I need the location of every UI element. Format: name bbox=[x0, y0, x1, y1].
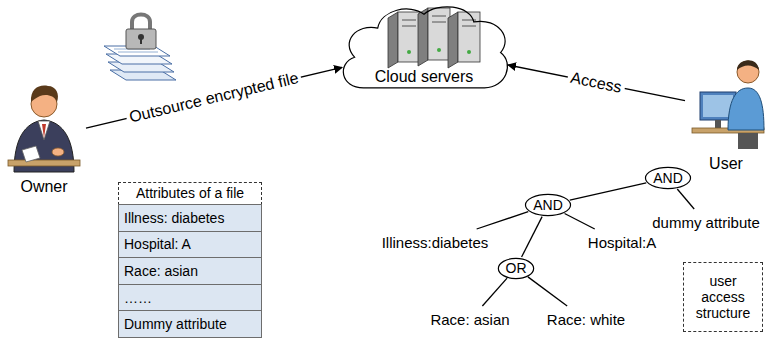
node-label: Cloud servers bbox=[375, 68, 474, 86]
node-label: …… bbox=[119, 284, 261, 311]
node-label: Owner bbox=[20, 178, 67, 196]
node-label: Attributes of a file bbox=[136, 185, 244, 201]
connector bbox=[482, 278, 507, 306]
connector bbox=[570, 183, 646, 200]
node-label: Illness: diabetes bbox=[119, 205, 261, 231]
and-gate: AND bbox=[525, 194, 571, 216]
connector bbox=[677, 189, 694, 209]
connector bbox=[522, 217, 543, 257]
cloud-shape: Cloud servers bbox=[335, 2, 513, 94]
node-label: Race: asian bbox=[430, 311, 509, 328]
and-gate: AND bbox=[645, 167, 691, 189]
leaf-attribute: Illiness:diabetes bbox=[378, 232, 493, 254]
leaf-attribute: Race: white bbox=[543, 309, 630, 331]
node-label: Race: white bbox=[547, 311, 625, 328]
attribute-table: Illness: diabetesHospital: ARace: asian…… bbox=[118, 204, 262, 338]
leaf-attribute: dummy attribute bbox=[648, 212, 764, 234]
or-gate: OR bbox=[498, 258, 534, 279]
connector bbox=[477, 212, 529, 229]
node-label: OR bbox=[506, 260, 527, 276]
connector bbox=[565, 214, 595, 229]
server-icons bbox=[388, 8, 480, 68]
node-label: Illiness:diabetes bbox=[382, 234, 489, 251]
node-label: User bbox=[709, 155, 743, 173]
node-label: user access structure bbox=[688, 273, 758, 321]
connector bbox=[86, 67, 342, 128]
node-label: AND bbox=[653, 170, 683, 186]
encrypted-file-icon bbox=[104, 15, 176, 81]
note-box: user access structure bbox=[683, 262, 763, 332]
connector bbox=[528, 277, 567, 306]
user-actor: User bbox=[688, 45, 764, 173]
owner-icon bbox=[8, 86, 80, 172]
leaf-attribute: Hospital:A bbox=[584, 232, 661, 254]
node-label: Hospital:A bbox=[588, 234, 656, 251]
edge-label: Access bbox=[566, 68, 626, 97]
node-label: Hospital: A bbox=[119, 231, 261, 258]
attribute-heading: Attributes of a file bbox=[118, 182, 262, 205]
connector bbox=[508, 65, 685, 101]
node-label: Dummy attribute bbox=[119, 310, 261, 337]
node-label: Race: asian bbox=[119, 257, 261, 284]
leaf-attribute: Race: asian bbox=[426, 309, 514, 331]
node-label: dummy attribute bbox=[652, 214, 760, 231]
node-label: AND bbox=[533, 197, 563, 213]
owner-actor: Owner bbox=[5, 80, 83, 196]
user-icon bbox=[692, 60, 764, 149]
